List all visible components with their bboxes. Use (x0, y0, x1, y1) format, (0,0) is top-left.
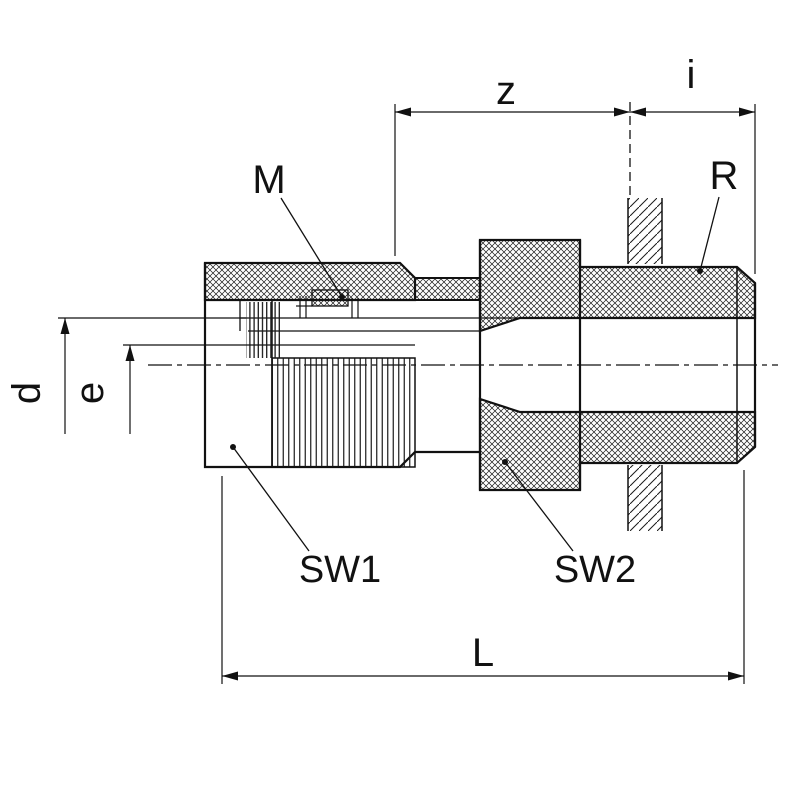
label-SW1: SW1 (299, 549, 381, 591)
wall-hatch-top (628, 198, 662, 264)
callout-SW1: SW1 (230, 444, 381, 591)
callout-R: R (697, 154, 738, 274)
arrowhead (60, 318, 70, 334)
label-SW2: SW2 (554, 549, 636, 591)
sectioned-body (203, 238, 757, 492)
label-e: e (68, 382, 112, 404)
clamp-ring-detail (311, 289, 349, 307)
label-L: L (472, 631, 494, 675)
hex-and-thread-edges (478, 240, 757, 490)
wall-hatch-bottom (628, 465, 662, 531)
leader-dot (697, 268, 703, 274)
label-M: M (252, 158, 285, 202)
arrowhead (739, 107, 755, 117)
arrowhead (125, 345, 135, 361)
leader-dot (339, 294, 345, 300)
wall-hatch (627, 198, 663, 531)
label-d: d (5, 382, 49, 404)
knurled-grip (271, 357, 416, 468)
dimension-z: z (394, 69, 755, 256)
arrowhead (395, 107, 411, 117)
leader-dot (230, 444, 236, 450)
dimension-i: i (630, 53, 756, 274)
callout-M: M (252, 158, 345, 300)
leader-dot (502, 459, 508, 465)
sleeve-section-upper (414, 277, 481, 301)
arrowhead (614, 107, 630, 117)
nut-section-upper (203, 261, 417, 302)
serration-detail (246, 302, 280, 358)
label-z: z (496, 69, 516, 113)
union-nut-outline (203, 263, 480, 469)
dimension-L: L (221, 470, 745, 684)
arrowhead (728, 671, 744, 681)
internal-detail (239, 289, 520, 358)
dimension-e: e (68, 344, 262, 434)
callout-SW2: SW2 (502, 459, 636, 591)
arrowhead (222, 671, 238, 681)
arrowhead (630, 107, 646, 117)
dimension-d: d (5, 317, 246, 434)
label-R: R (710, 154, 739, 198)
label-i: i (687, 53, 696, 97)
